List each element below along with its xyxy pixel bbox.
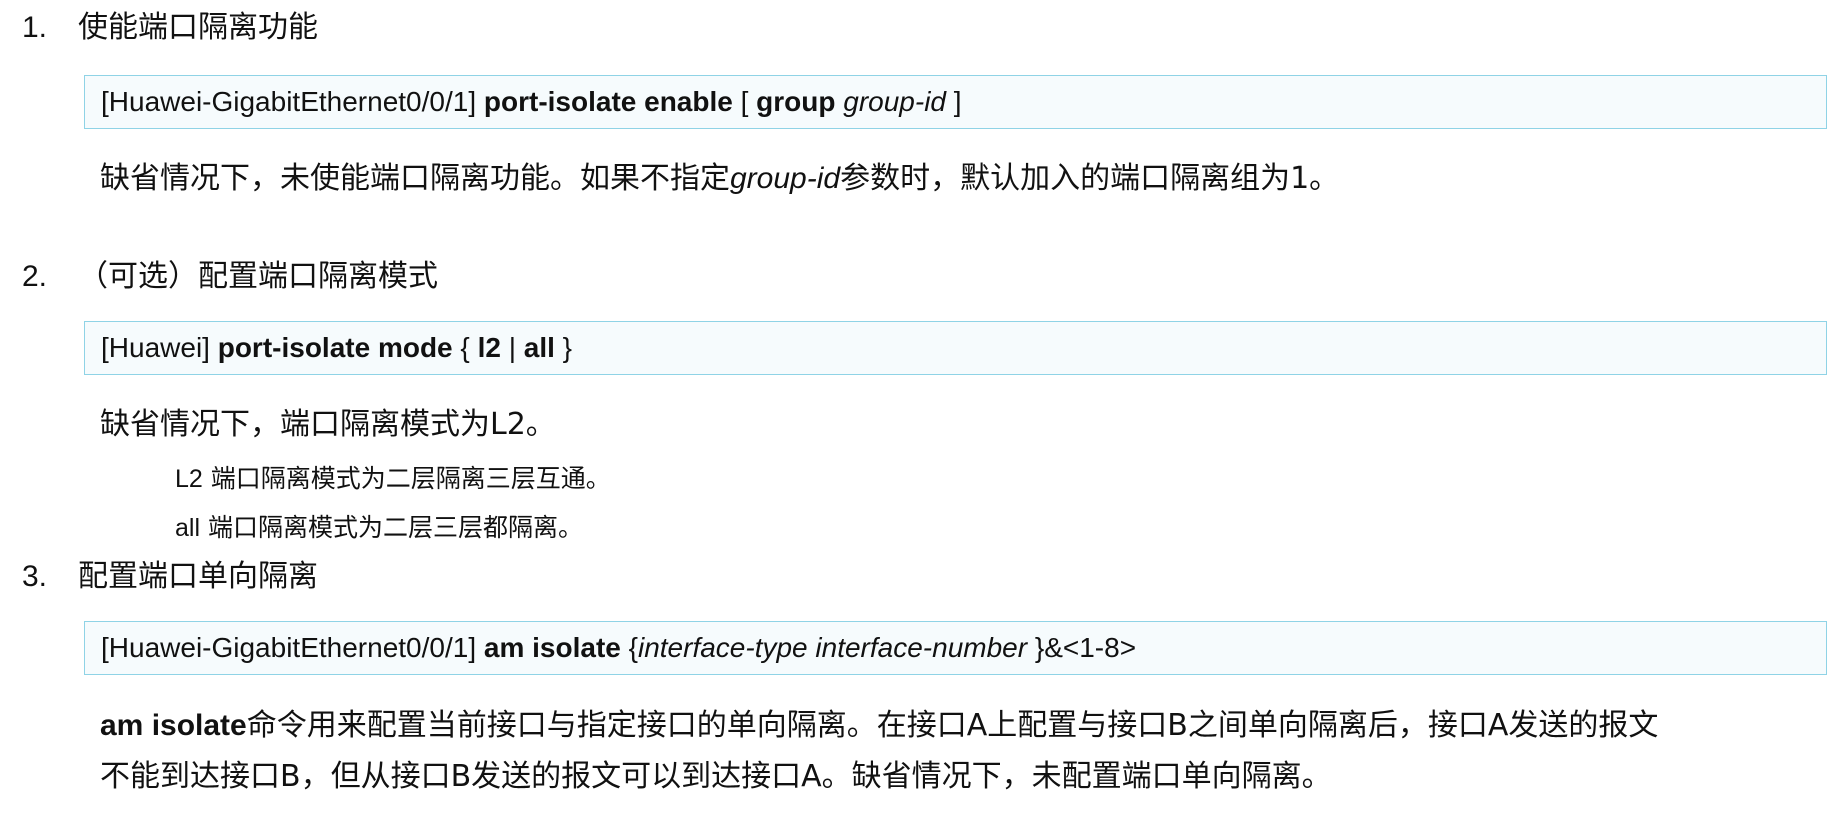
command-separator: | xyxy=(500,332,524,363)
desc-text: 缺省情况下，未使能端口隔离功能。如果不指定 xyxy=(100,161,730,196)
command-keyword: port-isolate mode xyxy=(217,332,453,363)
step-3-number: 3. xyxy=(22,560,48,593)
step-2-description: 缺省情况下，端口隔离模式为L2。 xyxy=(100,407,556,442)
step-3-description-line-1: am isolate命令用来配置当前接口与指定接口的单向隔离。在接口A上配置与接… xyxy=(100,706,1658,746)
command-keyword: all xyxy=(523,332,555,363)
command-keyword: group xyxy=(756,86,836,117)
sub-item-text: 端口隔离模式为二层三层都隔离。 xyxy=(200,513,583,542)
step-1-command-box: [Huawei-GigabitEthernet0/0/1] port-isola… xyxy=(84,75,1827,129)
command-keyword: port-isolate enable xyxy=(483,86,733,117)
step-2-number: 2. xyxy=(22,260,48,293)
command-keyword: am isolate xyxy=(483,632,621,663)
step-3-description-line-2: 不能到达接口B，但从接口B发送的报文可以到达接口A。缺省情况下，未配置端口单向隔… xyxy=(100,759,1332,794)
sub-item-term: L2 xyxy=(175,465,203,493)
command-prefix: [Huawei-GigabitEthernet0/0/1] xyxy=(101,632,484,663)
desc-text: 参数时，默认加入的端口隔离组为1。 xyxy=(840,161,1340,196)
step-3-command-box: [Huawei-GigabitEthernet0/0/1] am isolate… xyxy=(84,621,1827,675)
step-2-sub-item-all: all 端口隔离模式为二层三层都隔离。 xyxy=(175,511,583,545)
step-1-number: 1. xyxy=(22,11,48,44)
step-2-sub-item-l2: L2 端口隔离模式为二层隔离三层互通。 xyxy=(175,462,611,496)
desc-param: group-id xyxy=(730,162,841,195)
command-param: interface-type interface-number xyxy=(637,632,1028,663)
command-prefix: [Huawei-GigabitEthernet0/0/1] xyxy=(101,86,484,117)
step-3-heading: 3. 配置端口单向隔离 xyxy=(22,558,318,596)
sub-item-text: 端口隔离模式为二层隔离三层互通。 xyxy=(202,464,611,493)
command-bracket: } xyxy=(554,332,573,363)
command-bracket: { xyxy=(620,632,638,663)
step-3-title: 配置端口单向隔离 xyxy=(78,559,318,594)
step-2-title: （可选）配置端口隔离模式 xyxy=(78,259,438,294)
command-bracket: }&<1-8> xyxy=(1027,632,1137,663)
step-2-heading: 2. （可选）配置端口隔离模式 xyxy=(22,258,438,296)
desc-text: 命令用来配置当前接口与指定接口的单向隔离。在接口A上配置与接口B之间单向隔离后，… xyxy=(246,708,1659,743)
step-1-title: 使能端口隔离功能 xyxy=(78,10,318,45)
command-param: group-id xyxy=(843,86,946,117)
sub-item-term: all xyxy=(175,514,201,542)
command-keyword: l2 xyxy=(477,332,501,363)
command-bracket: [ xyxy=(732,86,757,117)
command-bracket: { xyxy=(452,332,478,363)
command-prefix: [Huawei] xyxy=(101,332,218,363)
desc-keyword: am isolate xyxy=(100,709,247,742)
step-1-heading: 1. 使能端口隔离功能 xyxy=(22,9,318,47)
step-1-description: 缺省情况下，未使能端口隔离功能。如果不指定group-id参数时，默认加入的端口… xyxy=(100,159,1339,199)
step-2-command-box: [Huawei] port-isolate mode { l2 | all } xyxy=(84,321,1827,375)
command-bracket: ] xyxy=(946,86,962,117)
